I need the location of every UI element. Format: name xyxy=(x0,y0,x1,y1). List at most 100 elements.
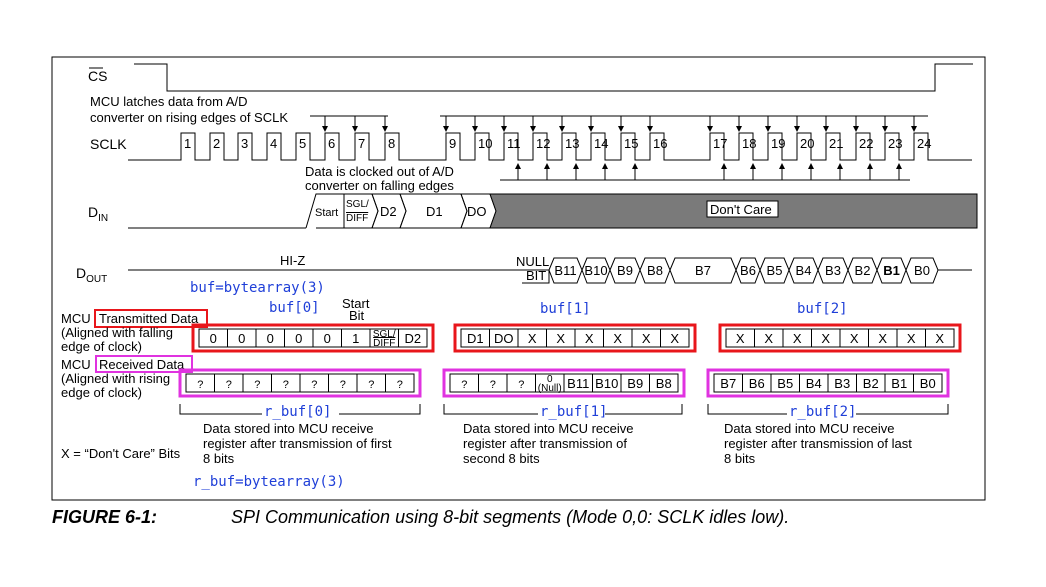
tx-byte2-box xyxy=(718,323,962,353)
rx-byte2-cell-text: B1 xyxy=(891,376,907,391)
rx-byte1-cell-text: B10 xyxy=(595,376,618,391)
clock-number: 12 xyxy=(536,136,550,151)
clock-number: 18 xyxy=(742,136,756,151)
tx-byte2-cell-text: X xyxy=(764,331,773,346)
x-legend: X = “Don't Care” Bits xyxy=(61,446,181,461)
latch-arrowhead xyxy=(765,126,771,132)
dout-cell-label: B10 xyxy=(584,263,607,278)
tx-byte1-cell xyxy=(660,328,690,348)
dont-care-box xyxy=(706,200,779,218)
buf2-label: buf[2] xyxy=(797,301,848,317)
tx-byte1-cell-text: D1 xyxy=(467,331,484,346)
tx-byte0-cell-text: SGL/ xyxy=(373,329,396,340)
buf0-label: buf[0] xyxy=(269,300,320,316)
clock-number: 3 xyxy=(241,136,248,151)
rx-byte2-cell-text: B0 xyxy=(920,376,936,391)
clockout-arrowhead xyxy=(837,163,843,169)
dout-cell-label: B7 xyxy=(695,263,711,278)
dout-cell-label: B5 xyxy=(767,263,783,278)
latch-arrowhead xyxy=(472,126,478,132)
latch-arrowhead xyxy=(853,126,859,132)
latch-arrowhead xyxy=(530,126,536,132)
clockout-arrowhead xyxy=(515,163,521,169)
desc-last-1: Data stored into MCU receive xyxy=(724,421,895,436)
din-do: DO xyxy=(467,204,487,219)
rx-byte0-cell-text: ? xyxy=(197,379,203,391)
rx-byte0-cell xyxy=(385,373,415,393)
rbuf1-label: r_buf[1] xyxy=(540,404,607,420)
dout-null-bit-line xyxy=(508,269,550,284)
clock-number: 21 xyxy=(829,136,843,151)
rx-byte1-cell-text: B8 xyxy=(656,376,672,391)
rx-byte0-cell-text: ? xyxy=(340,379,346,391)
tx-byte2-cell-text: X xyxy=(736,331,745,346)
clockout-arrowhead xyxy=(779,163,785,169)
rx-byte0-cell-text: ? xyxy=(397,379,403,391)
clock-number: 5 xyxy=(299,136,306,151)
start-bit-line1: Start xyxy=(342,296,370,311)
tx-byte0-cell-text: 0 xyxy=(295,331,302,346)
tx-byte2-cell-text: X xyxy=(850,331,859,346)
tx-label-text: Transmitted Data xyxy=(99,311,199,326)
rx-byte2-cell-text: B5 xyxy=(777,376,793,391)
clock-number: 8 xyxy=(388,136,395,151)
clock-number: 23 xyxy=(888,136,902,151)
dont-care-text: Don't Care xyxy=(710,202,772,217)
clockout-arrowhead xyxy=(721,163,727,169)
desc-first-1: Data stored into MCU receive xyxy=(203,421,374,436)
figure-number: FIGURE 6-1: xyxy=(52,507,157,527)
latch-arrowhead xyxy=(794,126,800,132)
latch-arrowhead xyxy=(618,126,624,132)
tx-byte1-cell-text: DO xyxy=(494,331,514,346)
buf1-label: buf[1] xyxy=(540,301,591,317)
latch-arrowhead xyxy=(322,126,328,132)
din-d1: D1 xyxy=(426,204,443,219)
tx-byte1-cell-text: X xyxy=(585,331,594,346)
rx-byte1-cell-text: (Null) xyxy=(538,383,562,394)
rx-byte1-cell-text: ? xyxy=(518,379,524,391)
dout-cell-label: B3 xyxy=(825,263,841,278)
tx-byte1-cell-text: X xyxy=(642,331,651,346)
rbuf-declaration: r_buf=bytearray(3) xyxy=(193,474,345,490)
clock-number: 7 xyxy=(358,136,365,151)
latch-arrowhead xyxy=(382,126,388,132)
clock-number: 17 xyxy=(713,136,727,151)
rx-byte1-cell-text: ? xyxy=(461,379,467,391)
dout-cell-label: B1 xyxy=(883,263,900,278)
tx-byte0-cell-text: 0 xyxy=(324,331,331,346)
cs-waveform xyxy=(134,63,973,92)
clock-number: 10 xyxy=(478,136,492,151)
cs-label: CS xyxy=(88,68,107,84)
rbuf0-label: r_buf[0] xyxy=(264,404,331,420)
brace-rbuf2 xyxy=(707,404,949,415)
latch-arrowhead xyxy=(352,126,358,132)
rx-byte0-cell-text: ? xyxy=(226,379,232,391)
desc-second-2: register after transmission of xyxy=(463,436,627,451)
din-start: Start xyxy=(315,207,338,219)
desc-second-3: second 8 bits xyxy=(463,451,540,466)
null-bit-line2: BIT xyxy=(526,268,546,283)
rx-label-text: Received Data xyxy=(99,357,185,372)
tx-byte0-box xyxy=(191,323,435,353)
clockout-arrowhead xyxy=(573,163,579,169)
dout-cell-label: B9 xyxy=(617,263,633,278)
dout-cell-label: B2 xyxy=(855,263,871,278)
rx-byte2-cell xyxy=(913,373,943,393)
rx-label-line2: (Aligned with rising xyxy=(61,371,170,386)
rx-byte2-cell-text: B3 xyxy=(834,376,850,391)
latch-arrowhead xyxy=(588,126,594,132)
clockout-arrows xyxy=(500,163,910,181)
din-diff: DIFF xyxy=(346,213,368,224)
clock-number: 24 xyxy=(917,136,931,151)
latch-arrowhead xyxy=(559,126,565,132)
desc-first-3: 8 bits xyxy=(203,451,235,466)
rx-byte0-cell-text: ? xyxy=(368,379,374,391)
dout-cell-label: B6 xyxy=(740,263,756,278)
latch-arrowhead xyxy=(736,126,742,132)
tx-label-line2: (Aligned with falling xyxy=(61,325,173,340)
tx-label-box xyxy=(94,309,208,328)
